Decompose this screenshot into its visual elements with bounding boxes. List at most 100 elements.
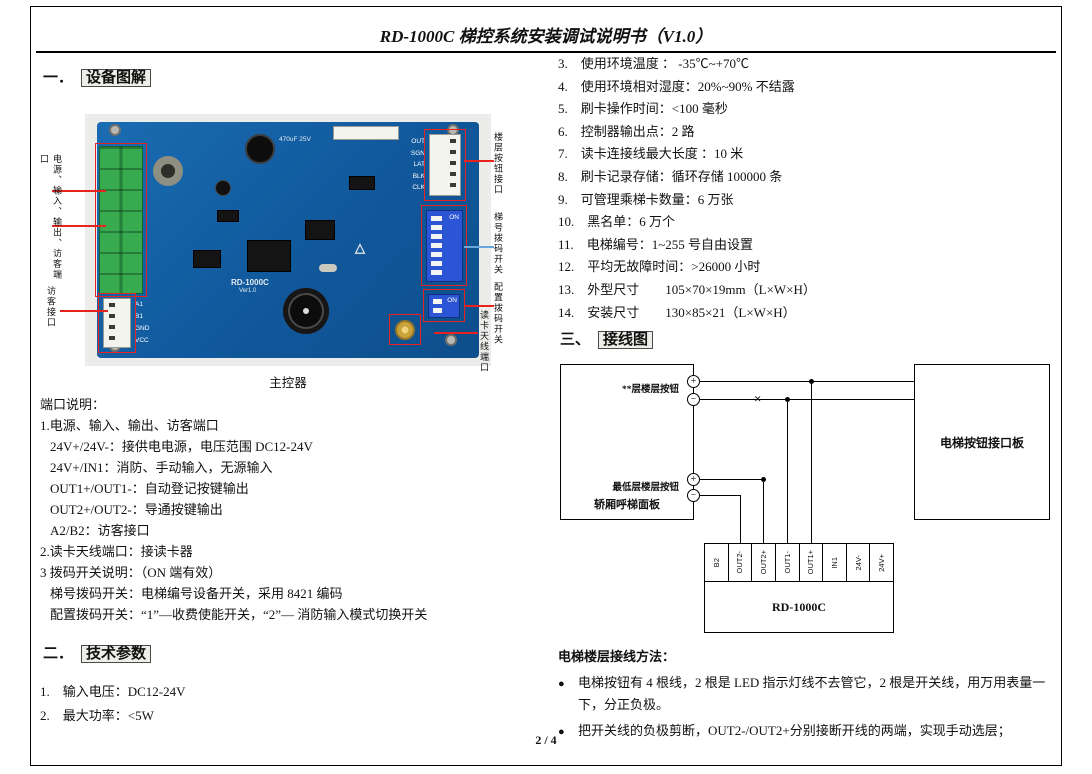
ic-chip bbox=[349, 176, 375, 190]
connector-pins bbox=[450, 139, 456, 191]
page-border bbox=[30, 6, 1062, 766]
figure-caption: 主控器 bbox=[269, 376, 307, 390]
terminal-cell: 24V+ bbox=[869, 544, 893, 581]
port-desc-line: 梯号拨码开关：电梯编号设备开关，采用 8421 编码 bbox=[50, 586, 343, 601]
plus-terminal-icon: + bbox=[687, 473, 700, 486]
param-line: 10. 黑名单：6 万个 bbox=[558, 214, 676, 230]
tech-params-left: 1. 输入电压：DC12-24V 2. 最大功率：<5W bbox=[40, 680, 186, 727]
bullet-icon: ● bbox=[558, 726, 565, 738]
connector-pins bbox=[109, 303, 115, 343]
board-photo: OUT SGN LAT BLK CLK ON ON bbox=[85, 114, 491, 366]
annotation-box-visitor bbox=[98, 293, 136, 353]
power-io-terminal-block bbox=[99, 146, 143, 294]
label-elevator-no-dip: 梯号拨码开关 bbox=[493, 212, 503, 275]
section-2-title: 技术参数 bbox=[81, 645, 152, 663]
section-2-heading: 二．技术参数 bbox=[43, 642, 152, 663]
param-line: 11. 电梯编号：1~255 号自由设置 bbox=[558, 236, 754, 252]
floor-button-connector bbox=[429, 134, 461, 196]
header-connector bbox=[333, 126, 399, 140]
pcb-board: OUT SGN LAT BLK CLK ON ON bbox=[97, 122, 479, 358]
wire bbox=[763, 479, 765, 543]
port-desc-line: 24V+/IN1：消防、手动输入，无源输入 bbox=[50, 460, 273, 475]
cut-mark-icon: × bbox=[754, 391, 762, 406]
config-dip-switch: ON bbox=[428, 294, 460, 318]
controller-label: RD-1000C bbox=[772, 599, 826, 614]
param-line: 12. 平均无故障时间：>26000 小时 bbox=[558, 259, 761, 275]
silkscreen-model: RD-1000C bbox=[231, 278, 269, 287]
wiring-method-bullet: ● 把开关线的负极剪断，OUT2-/OUT2+分别接断开线的两端，实现手动选层； bbox=[558, 720, 1058, 743]
param-line: 13. 外型尺寸 105×70×19mm（L×W×H） bbox=[558, 281, 816, 297]
terminal-cell: B2 bbox=[711, 557, 721, 568]
wire bbox=[700, 399, 914, 401]
terminal-strip: B2 OUT2- OUT2+ OUT1- OUT1+ IN1 24V- 24V+ bbox=[705, 544, 893, 582]
leader-line bbox=[60, 310, 108, 312]
terminal-cell: IN1 bbox=[822, 544, 846, 581]
section-3-number: 三、 bbox=[560, 332, 591, 348]
wire-junction-dot bbox=[785, 397, 790, 402]
wiring-method-title: 电梯楼层接线方法： bbox=[558, 649, 676, 664]
wire-junction-dot bbox=[809, 379, 814, 384]
section-1-heading: 一．设备图解 bbox=[43, 66, 152, 87]
inductor bbox=[153, 156, 183, 186]
page-number: 2 / 4 bbox=[535, 733, 557, 747]
annotation-box-terminal bbox=[95, 143, 147, 297]
screw-icon bbox=[109, 124, 121, 136]
minus-terminal-icon: − bbox=[687, 489, 700, 502]
wiring-diagram: **层楼层按钮 最低层楼层按钮 轿厢呼梯面板 + − + − × 电梯按钮接口板… bbox=[556, 358, 1058, 644]
electrolytic-capacitor bbox=[245, 134, 275, 164]
annotation-box-floor-connector bbox=[424, 129, 466, 201]
floor-connector-pin-labels: OUT SGN LAT BLK CLK bbox=[410, 138, 425, 192]
port-desc-line: OUT1+/OUT1-：自动登记按键输出 bbox=[50, 481, 249, 496]
param-line: 7. 读卡连接线最大长度 ：10 米 bbox=[558, 146, 744, 162]
lowest-floor-label: 最低层楼层按钮 bbox=[612, 483, 679, 493]
param-line: 4. 使用环境相对湿度：20%~90% 不结露 bbox=[558, 78, 795, 94]
small-capacitor bbox=[215, 180, 231, 196]
tech-params-right: 3. 使用环境温度 ： -35℃~+70℃ 4. 使用环境相对湿度：20%~90… bbox=[558, 53, 1058, 324]
bullet-icon: ● bbox=[558, 678, 565, 690]
section-3-heading: 三、接线图 bbox=[560, 328, 654, 349]
label-visitor-port: 访客接口 bbox=[46, 286, 56, 328]
port-description: 端口说明： 1.电源、输入、输出、访客端口 24V+/24V-：接供电电源，电压… bbox=[40, 394, 545, 625]
controller-box: B2 OUT2- OUT2+ OUT1- OUT1+ IN1 24V- 24V+… bbox=[704, 543, 894, 633]
wire bbox=[700, 479, 764, 481]
port-desc-title: 端口说明： bbox=[40, 397, 106, 412]
section-1-title: 设备图解 bbox=[81, 69, 152, 87]
wire bbox=[700, 381, 914, 383]
buzzer bbox=[283, 288, 329, 334]
terminal-cell: 24V- bbox=[845, 544, 870, 581]
wire bbox=[811, 381, 813, 543]
dip-on-label: ON bbox=[447, 297, 457, 304]
wiring-method-bullet: ● 电梯按钮有 4 根线，2 根是 LED 指示灯线不去管它，2 根是开关线，用… bbox=[558, 672, 1058, 716]
screw-icon bbox=[445, 334, 457, 346]
label-config-dip: 配置拨码开关 bbox=[493, 282, 503, 345]
param-line: 3. 使用环境温度 ： -35℃~+70℃ bbox=[558, 56, 749, 71]
wire bbox=[787, 399, 789, 543]
terminal-cell: OUT1+ bbox=[798, 544, 823, 581]
section-3-title: 接线图 bbox=[598, 331, 654, 349]
terminal-cell: OUT2+ bbox=[751, 544, 775, 581]
leader-line bbox=[464, 305, 494, 307]
visitor-connector bbox=[103, 298, 131, 348]
port-desc-line: 2.读卡天线端口：接读卡器 bbox=[40, 544, 193, 559]
button-interface-board-box: 电梯按钮接口板 bbox=[914, 364, 1050, 520]
controller-board-figure: OUT SGN LAT BLK CLK ON ON bbox=[36, 110, 536, 376]
port-desc-line: 1.电源、输入、输出、访客端口 bbox=[40, 418, 219, 433]
antenna-connector bbox=[395, 320, 415, 340]
leader-line-blue bbox=[464, 246, 494, 248]
visitor-connector-pin-labels: A1 B1 GND VCC bbox=[135, 301, 150, 344]
leader-line bbox=[464, 160, 494, 162]
leader-line bbox=[434, 332, 478, 334]
label-antenna-port: 读卡天线端口 bbox=[479, 310, 489, 373]
elevator-number-dip-switch: ON bbox=[426, 210, 463, 282]
ic-chip bbox=[217, 210, 239, 222]
param-line: 5. 刷卡操作时间：<100 毫秒 bbox=[558, 101, 728, 117]
document-title: RD-1000C 梯控系统安装调试说明书（V1.0） bbox=[379, 27, 713, 46]
param-line: 14. 安装尺寸 130×85×21（L×W×H） bbox=[558, 304, 796, 320]
dip-toggles bbox=[431, 216, 442, 276]
wire-junction-dot bbox=[761, 477, 766, 482]
silkscreen-version: Ver1.0 bbox=[239, 288, 257, 294]
port-desc-line: 3 拨码开关说明：（ON 端有效） bbox=[40, 565, 222, 580]
car-call-panel-box: **层楼层按钮 最低层楼层按钮 轿厢呼梯面板 bbox=[560, 364, 694, 520]
dip-toggles bbox=[433, 299, 442, 313]
wire bbox=[700, 495, 741, 497]
